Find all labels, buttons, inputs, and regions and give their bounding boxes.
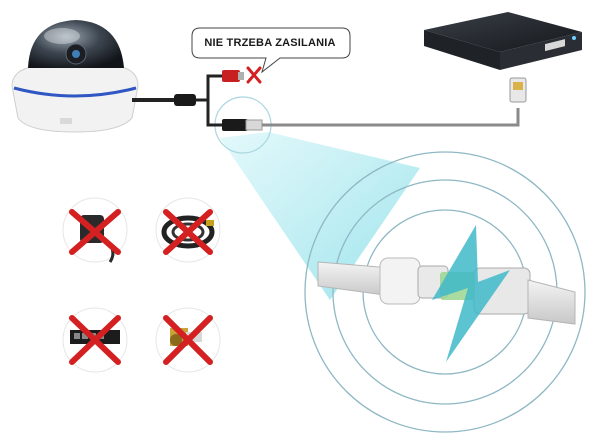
- rj45-connector-icon: [222, 119, 263, 131]
- network-switch-icon: [62, 307, 128, 373]
- split-cable: [196, 74, 222, 127]
- cable-joint: [174, 94, 196, 106]
- zoomed-connector: [317, 257, 576, 325]
- dc-power-jack-icon: [222, 70, 244, 82]
- dome-camera-icon: [11, 20, 139, 133]
- cable-coil-icon: [155, 197, 221, 263]
- nvr-recorder-icon: [424, 12, 582, 70]
- callout-bubble: [191, 27, 351, 74]
- callout-text: NIE TRZEBA ZASILANIA: [204, 37, 336, 49]
- lightning-bolt-icon: [432, 225, 510, 362]
- recorder-rj45-icon: [509, 77, 527, 103]
- bnc-connector-icon: [155, 307, 221, 373]
- power-adapter-icon: [62, 197, 128, 263]
- red-x-mark: [246, 66, 262, 84]
- ethernet-cable: [262, 108, 520, 127]
